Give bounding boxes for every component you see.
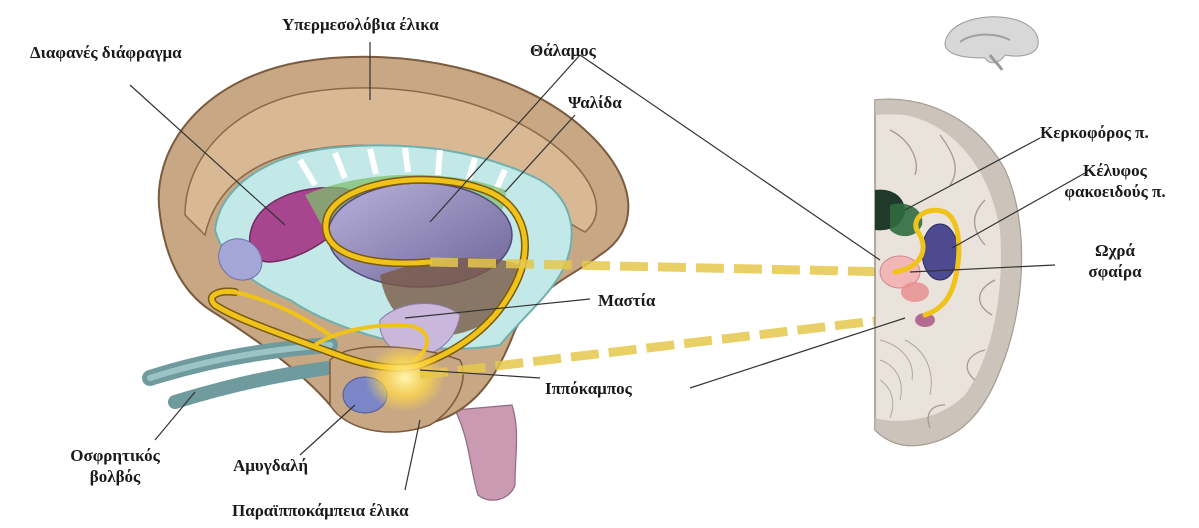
label-septum-pellucidum: Διαφανές διάφραγμα <box>30 42 182 63</box>
label-amygdala: Αμυγδαλή <box>233 455 308 476</box>
label-hippocampus: Ιππόκαμπος <box>545 378 632 399</box>
label-mammillary-body: Μαστία <box>598 290 655 311</box>
coronal-section <box>875 99 1021 445</box>
label-putamen: Κέλυφος φακοειδούς π. <box>1050 160 1180 203</box>
sagittal-brain <box>150 57 628 500</box>
label-parahippocampal-gyrus: Παραϊπποκάμπεια έλικα <box>232 500 409 521</box>
label-olfactory-bulb-line1: Οσφρητικός <box>55 445 175 466</box>
label-olfactory-bulb: Οσφρητικός βολβός <box>55 445 175 488</box>
label-putamen-line2: φακοειδούς π. <box>1050 181 1180 202</box>
pallidus-inner <box>901 282 929 302</box>
hippocampus-glow <box>365 344 445 412</box>
brainstem-shape <box>455 405 517 500</box>
olfactory-tract <box>150 345 345 402</box>
label-thalamus: Θάλαμος <box>530 40 596 61</box>
label-caudate-nucleus: Κερκοφόρος π. <box>1040 122 1149 143</box>
label-putamen-line1: Κέλυφος <box>1050 160 1180 181</box>
label-fornix: Ψαλίδα <box>568 92 622 113</box>
label-hypermesolobic-gyrus: Υπερμεσολόβια έλικα <box>282 14 439 35</box>
label-globus-pallidus-line1: Ωχρά <box>1060 240 1170 261</box>
label-globus-pallidus: Ωχρά σφαίρα <box>1060 240 1170 283</box>
label-olfactory-bulb-line2: βολβός <box>55 466 175 487</box>
label-globus-pallidus-line2: σφαίρα <box>1060 261 1170 282</box>
brain-thumbnail <box>945 17 1038 70</box>
